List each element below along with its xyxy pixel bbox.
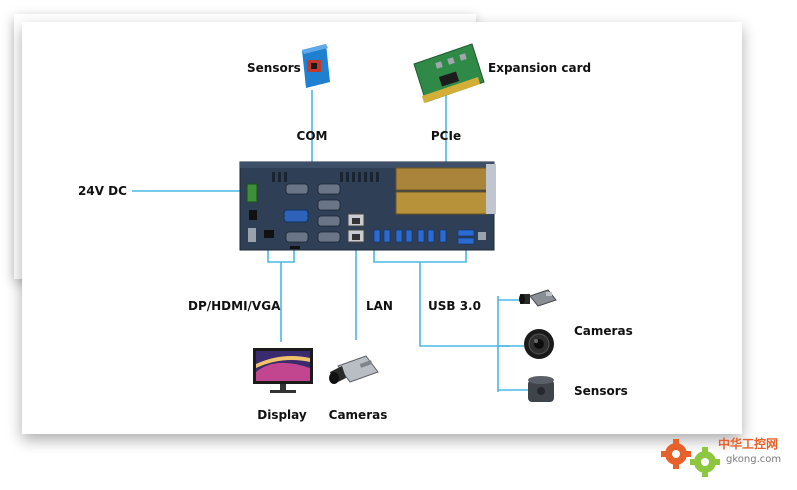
gear-orange-icon [661,439,691,469]
label-lan: LAN [366,299,393,313]
label-sensors-right: Sensors [574,384,628,398]
label-pcie: PCIe [431,129,461,143]
gear-green-icon [690,447,720,477]
expansion-card-icon [413,43,485,103]
connector-lines [132,90,528,392]
sensor-right-icon [528,376,554,402]
label-display-ports: DP/HDMI/VGA [188,299,281,313]
label-cameras-right: Cameras [574,324,633,338]
watermark-en: gkong.com [726,454,781,465]
display-icon [253,348,313,393]
watermark-cn: 中华工控网 [718,436,778,451]
label-display: Display [257,408,307,422]
camera-bottom-icon [329,355,379,384]
label-sensors-top: Sensors [247,61,301,75]
label-cameras-bottom: Cameras [329,408,388,422]
label-24v-dc: 24V DC [78,184,127,198]
camera-round-icon [524,329,554,359]
label-usb: USB 3.0 [428,299,481,313]
watermark-logo: 中华工控网 gkong.com [661,436,781,477]
label-expansion-card: Expansion card [488,61,591,75]
label-com: COM [297,129,328,143]
usb-line [419,262,510,347]
ipc-chassis [239,161,496,251]
camera-right-icon [519,289,557,307]
sensor-top-icon [302,44,330,88]
